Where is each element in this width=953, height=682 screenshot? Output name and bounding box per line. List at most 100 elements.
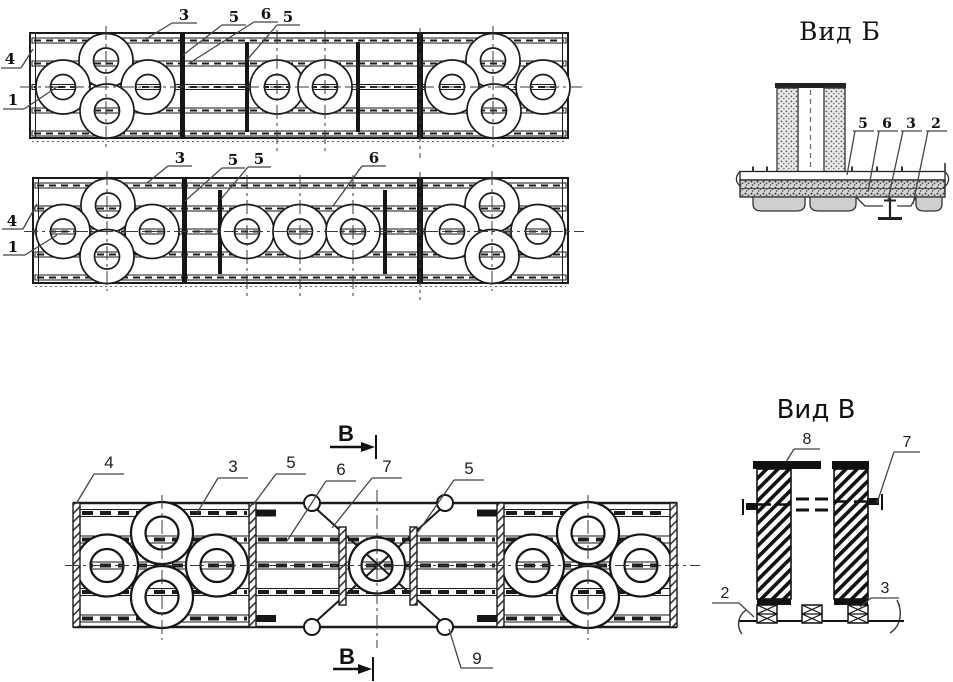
callout-leader	[24, 234, 58, 256]
callout-5a: 5	[229, 8, 239, 26]
notch-edge	[855, 196, 883, 207]
platform-divider	[180, 33, 185, 138]
view-b-title: Вид Б	[799, 17, 881, 46]
rail-stub	[256, 509, 276, 517]
ring	[80, 177, 136, 234]
callout-leader	[145, 22, 173, 40]
callout-leader	[246, 24, 278, 61]
callout-leader	[23, 86, 58, 110]
post-left	[776, 87, 799, 173]
section-letter: В	[339, 644, 355, 669]
rail-stub	[256, 615, 276, 622]
section-letter: В	[338, 421, 354, 446]
ring	[129, 500, 195, 566]
callout-5b: 5	[283, 8, 293, 26]
callout-leader	[196, 477, 219, 514]
callout-leader	[912, 130, 929, 205]
upright-base	[757, 599, 791, 605]
chock-block	[847, 604, 869, 624]
tie-loop	[303, 618, 321, 636]
callout-7: 7	[382, 457, 391, 476]
callout-6: 6	[261, 5, 271, 23]
section-arrowhead	[358, 664, 372, 674]
callout-5b: 5	[254, 150, 264, 168]
section-mark-bottom: В	[333, 644, 374, 681]
break-curl	[737, 609, 747, 635]
callout-leader	[448, 628, 462, 669]
upright-right	[833, 468, 869, 600]
bottom-assembly: 4 3 5 6 7 5 9 В В	[65, 421, 700, 681]
platform-divider	[182, 178, 187, 283]
floor-cushion	[752, 196, 806, 212]
callout-leader	[20, 48, 34, 69]
callout-7: 7	[903, 434, 912, 451]
section-arrowhead	[361, 442, 375, 452]
callout-2: 2	[931, 116, 941, 132]
callout-leader	[182, 24, 223, 56]
callout-4: 4	[7, 212, 17, 230]
callout-leader	[75, 473, 95, 505]
callout-3: 3	[881, 580, 890, 597]
ring	[555, 564, 621, 630]
ring	[464, 228, 520, 285]
callout-3: 3	[228, 457, 237, 476]
callout-5a: 5	[228, 151, 238, 169]
upright-base	[834, 599, 868, 605]
callout-3: 3	[179, 6, 189, 24]
callout-leader	[887, 130, 904, 201]
deck-strip	[739, 170, 946, 181]
callout-leader	[417, 479, 455, 533]
callout-6: 6	[369, 149, 379, 167]
floor-cushion	[809, 196, 857, 212]
callout-5b: 5	[464, 459, 473, 478]
callout-leader	[859, 597, 872, 608]
callout-leader	[846, 130, 856, 176]
rail-stub	[477, 509, 497, 517]
floor-cushion	[915, 196, 943, 212]
break-curl	[942, 171, 950, 189]
callout-1: 1	[8, 91, 18, 109]
callout-5a: 5	[286, 453, 295, 472]
callout-leader	[867, 130, 880, 193]
upright-cap	[753, 461, 821, 469]
upright-cap	[832, 461, 869, 469]
callout-6: 6	[336, 460, 345, 479]
callout-4: 4	[104, 453, 113, 472]
ring	[555, 500, 621, 566]
callout-leader	[146, 165, 169, 184]
callout-leader	[785, 448, 795, 463]
ring	[500, 533, 566, 598]
post-cap	[775, 83, 846, 88]
chock-block	[756, 604, 778, 624]
callout-leader	[332, 165, 363, 207]
callout-9: 9	[472, 649, 481, 668]
ring	[79, 83, 135, 139]
view-v-title: Вид В	[777, 395, 856, 425]
post-right	[823, 87, 846, 173]
side-pin	[746, 503, 758, 510]
view-v-detail: Вид В 8 7 2 3	[712, 395, 920, 635]
callout-3: 3	[906, 116, 916, 132]
section-mark-top: В	[330, 421, 377, 459]
ring	[78, 32, 134, 89]
chock-block	[801, 604, 823, 624]
break-curl	[735, 171, 742, 188]
callout-leader	[220, 166, 249, 200]
tie-loop	[436, 494, 454, 512]
ring	[79, 228, 135, 285]
top-assembly-2: 3 5 5 6 4 1	[2, 149, 584, 300]
callout-leader	[252, 473, 277, 506]
callout-3: 3	[175, 149, 185, 167]
break-curl	[889, 599, 902, 634]
callout-leader	[22, 203, 38, 230]
ring	[466, 83, 522, 139]
callout-4: 4	[5, 50, 15, 68]
callout-leader	[187, 21, 255, 65]
callout-8: 8	[803, 431, 812, 448]
ring	[129, 564, 195, 630]
ring	[347, 536, 407, 595]
callout-leader	[184, 167, 223, 202]
view-b-detail: Вид Б 5 6 3 2	[735, 17, 950, 220]
